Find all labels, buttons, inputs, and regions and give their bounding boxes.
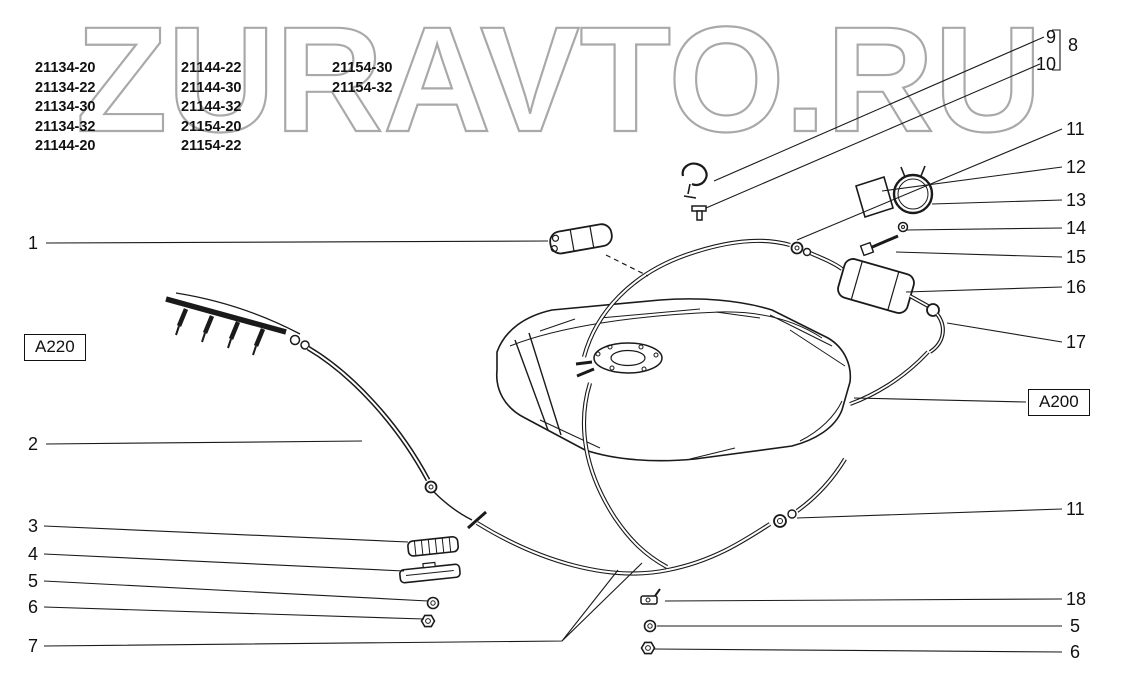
- fuel-tank: [496, 298, 852, 462]
- leader-line-7: [43, 562, 643, 647]
- leader-line-2: [45, 440, 363, 445]
- pipe-holder-clip: [681, 162, 708, 221]
- washer-left: [426, 596, 440, 610]
- filter-clamp-assembly: [855, 165, 934, 257]
- pipe-clip: [640, 588, 661, 605]
- fuel-rail-assembly: [165, 292, 310, 356]
- fuel-damper: [549, 223, 613, 255]
- model-number: 21154-32: [332, 79, 393, 96]
- leader-line-10: [705, 63, 1041, 209]
- callout-11-lower: 11: [1066, 499, 1085, 519]
- model-number: 21144-22: [181, 60, 242, 76]
- leader-line-18: [664, 598, 1063, 602]
- fuel-line-lower: [475, 382, 847, 576]
- callout-9: 9: [1046, 27, 1056, 47]
- hose-bracket: [399, 561, 461, 584]
- model-number: 21134-30: [35, 99, 96, 115]
- fuel-supply-hose: [306, 345, 487, 530]
- callout-2: 2: [28, 434, 38, 454]
- model-number: 21144-30: [181, 79, 242, 96]
- model-number: 21154-30: [332, 60, 393, 76]
- callout-numbers: 1 2 3 4 5 6 7 9 8 10 11 12 13 14 15 16 1…: [28, 27, 1086, 662]
- callout-13: 13: [1066, 190, 1086, 210]
- model-number: 21134-22: [35, 79, 96, 96]
- leader-line-4: [43, 553, 405, 572]
- model-numbers-col2: 21144-22 21144-30 21144-32 21154-20 2115…: [181, 59, 241, 157]
- ref-label-a200: A200: [1028, 389, 1090, 416]
- callout-14: 14: [1066, 218, 1086, 238]
- leader-line-6: [43, 606, 425, 620]
- callout-1: 1: [28, 233, 38, 253]
- callout-11-upper: 11: [1066, 119, 1085, 139]
- leader-line-15: [895, 251, 1063, 258]
- quick-connector-upper: [790, 241, 812, 257]
- leader-line-12: [881, 166, 1063, 192]
- callout-7: 7: [28, 636, 38, 656]
- washer-bottom: [643, 619, 657, 633]
- fuel-filter: [837, 258, 915, 314]
- hose-clamp-comb: [407, 536, 459, 557]
- fuel-pump-flange: [575, 342, 663, 378]
- bracket-8: [1052, 29, 1061, 71]
- callout-12: 12: [1066, 157, 1086, 177]
- leader-line-1: [45, 240, 549, 244]
- callout-15: 15: [1066, 247, 1086, 267]
- filter-outlet-connector: [909, 294, 945, 354]
- callout-8: 8: [1068, 35, 1078, 55]
- leader-line-6-lower: [653, 648, 1063, 653]
- model-numbers-col1: 21134-20 21134-22 21134-30 21134-32 2114…: [35, 59, 95, 157]
- filter-outlet-tube: [849, 350, 930, 406]
- quick-connector-lower: [773, 509, 797, 528]
- callout-10: 10: [1036, 54, 1056, 74]
- leader-line-17: [946, 322, 1063, 343]
- callout-6: 6: [28, 597, 38, 617]
- model-numbers-col3: 21154-30 21154-32: [332, 59, 392, 98]
- callout-5-lower: 5: [1070, 616, 1080, 636]
- leader-lines: [43, 29, 1063, 653]
- callout-17: 17: [1066, 332, 1086, 352]
- model-number: 21134-20: [35, 60, 96, 76]
- leader-line-13: [931, 199, 1063, 205]
- leader-line-a200: [853, 397, 1027, 403]
- damper-position-dashed-line: [605, 254, 649, 277]
- callout-16: 16: [1066, 277, 1086, 297]
- callout-6-lower: 6: [1070, 642, 1080, 662]
- fuel-line-upper: [581, 238, 844, 358]
- callout-5: 5: [28, 571, 38, 591]
- callout-18: 18: [1066, 589, 1086, 609]
- leader-line-11-lower: [796, 508, 1063, 519]
- model-number: 21154-22: [181, 138, 242, 154]
- leader-line-9: [713, 36, 1045, 182]
- callout-4: 4: [28, 544, 38, 564]
- model-number: 21144-20: [35, 138, 96, 154]
- model-number: 21144-32: [181, 99, 242, 115]
- watermark: ZURAVTO.RU: [76, 0, 1042, 163]
- nut-bottom: [640, 641, 656, 655]
- leader-line-14: [905, 227, 1063, 231]
- leader-line-16: [905, 286, 1063, 293]
- model-number: 21154-20: [181, 118, 242, 135]
- model-number: 21134-32: [35, 118, 96, 135]
- callout-3: 3: [28, 516, 38, 536]
- leader-line-5: [43, 580, 429, 602]
- nut-left: [420, 614, 436, 628]
- ref-label-a220: A220: [24, 334, 86, 361]
- leader-line-3: [43, 525, 409, 543]
